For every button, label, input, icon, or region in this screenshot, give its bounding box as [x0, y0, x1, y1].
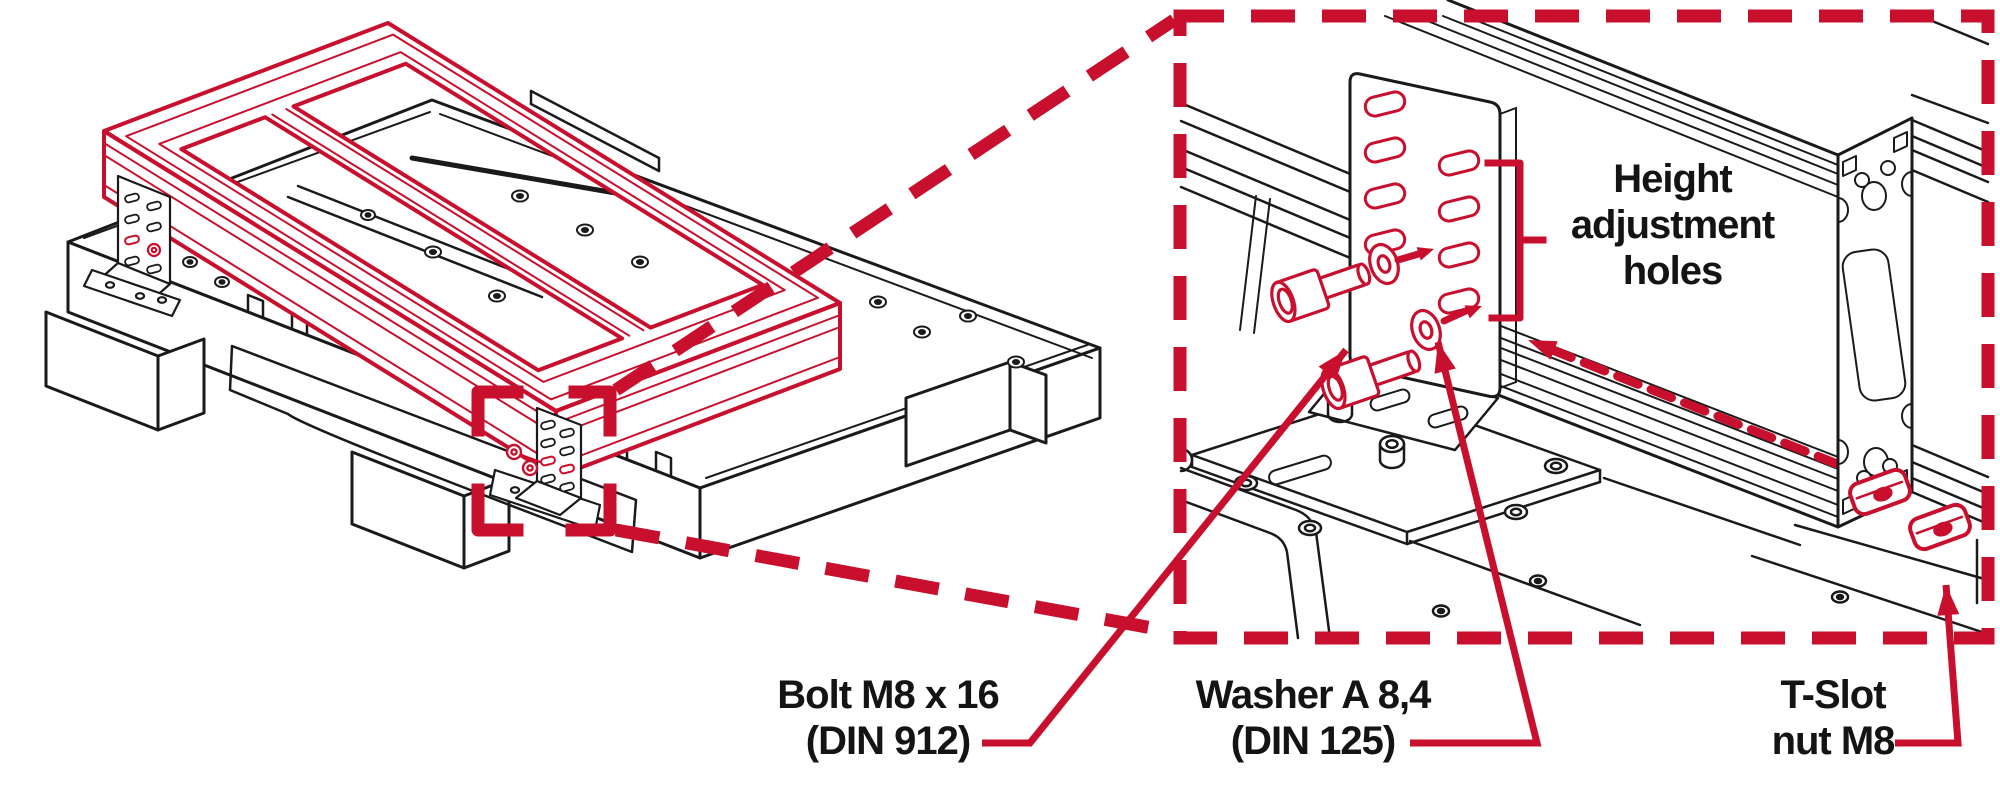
detail-callout-marks — [471, 385, 617, 537]
left-corner-bracket — [82, 174, 182, 318]
tslot-nut-illustration — [1848, 467, 1972, 552]
magnification-connector-lines — [612, 14, 1178, 639]
tslot-nut-label-line1: T-Slot — [1780, 673, 1886, 717]
right-beam-lines — [1910, 14, 1990, 526]
insert-arrows — [1394, 247, 1482, 325]
height-adjustment-label-line2: adjustment — [1570, 203, 1775, 247]
washer-label-line1: Washer A 8,4 — [1195, 673, 1432, 717]
red-frame-highlight — [102, 21, 842, 479]
height-adjustment-slots — [1363, 90, 1481, 315]
detail-view — [1179, 0, 1990, 640]
height-range-bracket — [1484, 159, 1547, 322]
tslot-nut-label: T-Slot nut M8 — [1683, 672, 1983, 764]
extrusion-cross-section — [1836, 116, 1914, 529]
tslot-leader — [1895, 584, 1962, 747]
washer-leader — [1410, 341, 1542, 747]
slide-direction-arrow — [1528, 340, 1877, 483]
height-adjustment-label-line3: holes — [1622, 249, 1723, 293]
bolt-leader — [982, 347, 1349, 747]
left-beam-lines — [1179, 101, 1357, 334]
bolt-label: Bolt M8 x 16 (DIN 912) — [688, 672, 1088, 764]
tslot-nut-label-line2: nut M8 — [1771, 719, 1896, 763]
mini-bolt-icon — [146, 242, 162, 258]
label-leader-lines — [982, 341, 1962, 747]
washer-label: Washer A 8,4 (DIN 125) — [1113, 672, 1513, 764]
bolt-m8-illustration — [1270, 262, 1422, 411]
bolt-label-line2: (DIN 912) — [805, 719, 971, 763]
washer-label-line2: (DIN 125) — [1230, 719, 1396, 763]
floor-lines — [1179, 447, 1990, 640]
height-adjustment-label-line1: Height — [1613, 157, 1732, 201]
base-screw-holes — [182, 189, 1025, 369]
mini-bolt-icon — [505, 443, 542, 477]
bolt-label-line1: Bolt M8 x 16 — [777, 673, 999, 717]
callout-corner-bracket — [488, 406, 602, 532]
washer-illustration — [1368, 242, 1442, 352]
main-assembly-view — [44, 21, 1102, 570]
height-adjustment-label: Height adjustment holes — [1545, 156, 1800, 294]
